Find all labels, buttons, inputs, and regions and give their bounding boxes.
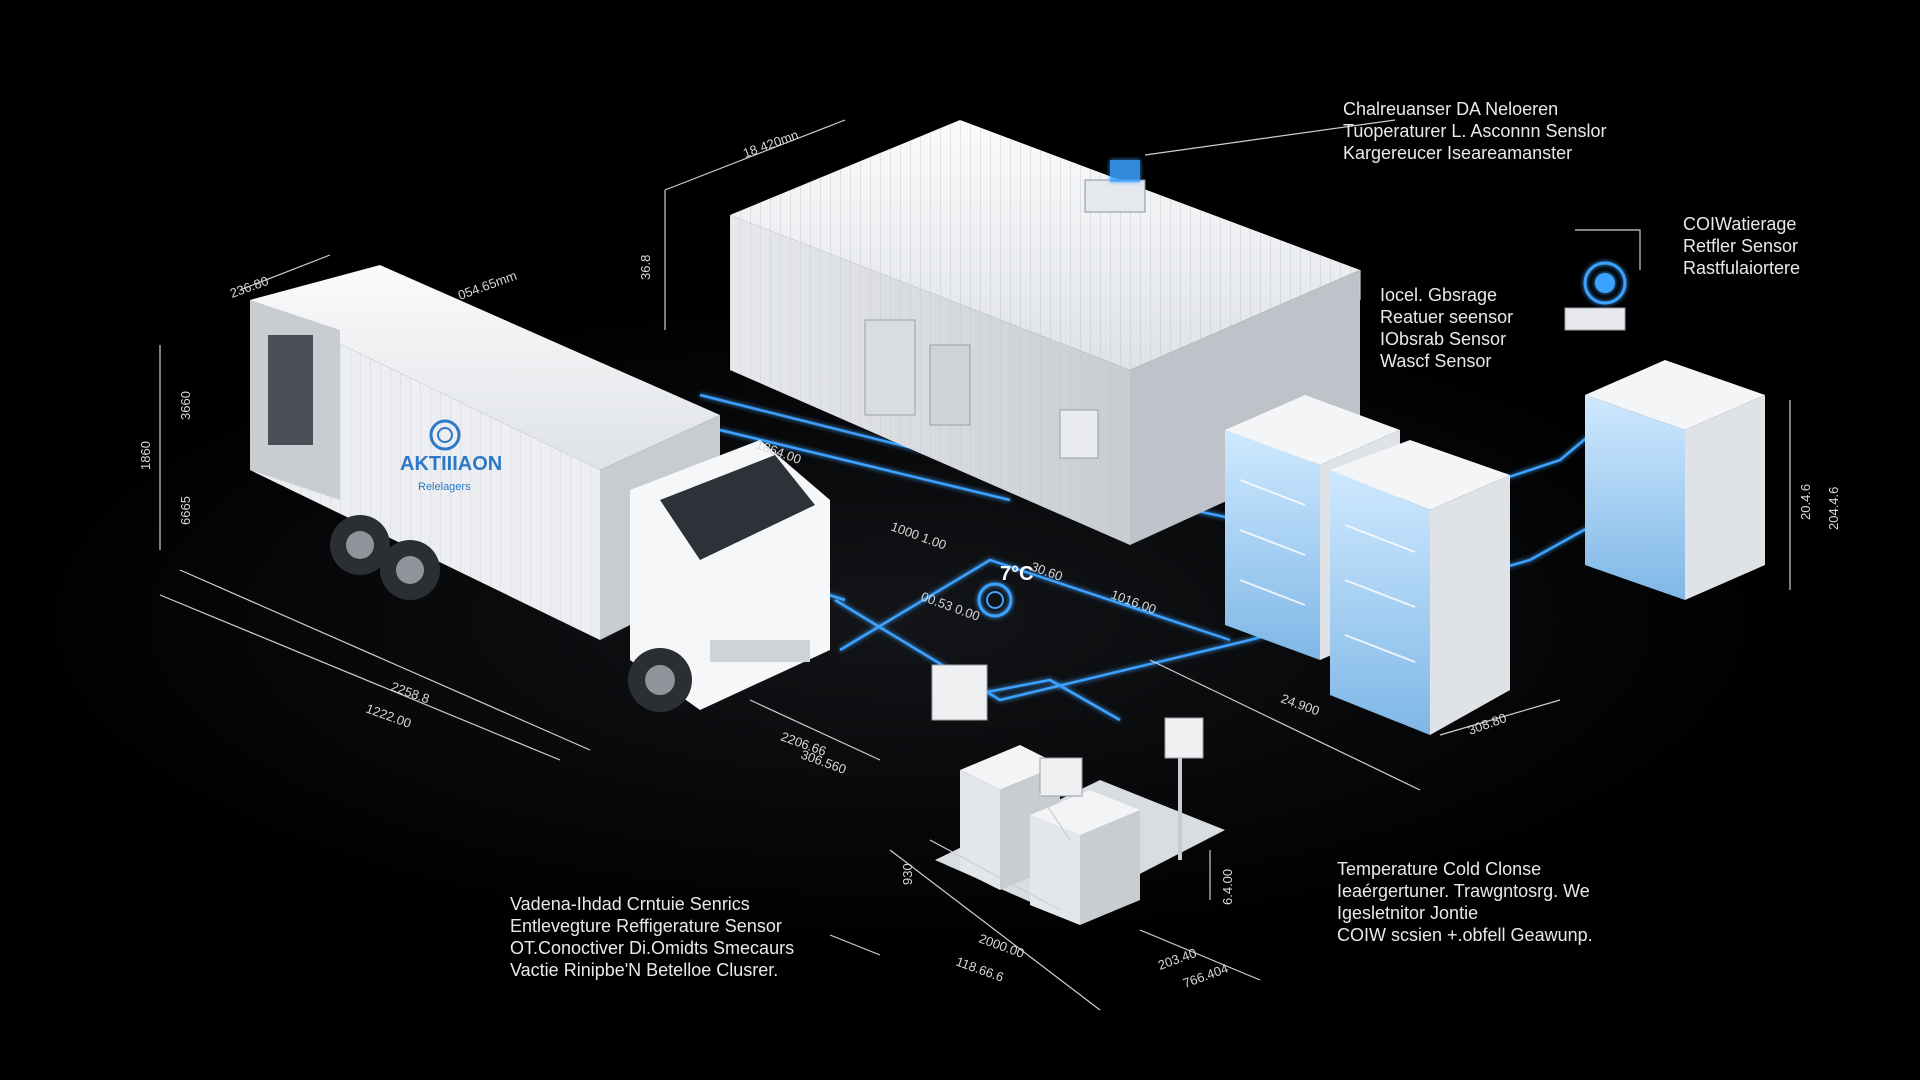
cold-storage-warehouse xyxy=(730,120,1360,545)
callout-line: COIWatierage xyxy=(1683,214,1797,234)
refrigeration-cabinets xyxy=(1225,395,1510,735)
callout-line: Reatuer seensor xyxy=(1380,307,1514,327)
callout-line: Wascf Sensor xyxy=(1380,351,1492,371)
dim-truck-height-1: 1860 xyxy=(138,441,153,470)
truck-brand: AKTIIIAON xyxy=(400,453,502,475)
callout-line: Tuoperaturer L. Asconnn Senslor xyxy=(1343,121,1607,141)
callout-line: Vactie Rinipbe'N Betelloe Clusrer. xyxy=(510,960,779,980)
callout-warehouse-right: Iocel. Gbsrage Reatuer seensor IObsrab S… xyxy=(1380,284,1513,372)
callout-line: Vadena-Ihdad Crntuie Senrics xyxy=(510,894,750,914)
callout-line: Temperature Cold Clonse xyxy=(1337,859,1542,879)
dim-unit-side: 6.4.00 xyxy=(1220,869,1235,905)
callout-bottom-left: Vadena-Ihdad Crntuie Senrics Entlevegtur… xyxy=(510,893,794,981)
callout-line: COIW scsien +.obfell Geawunp. xyxy=(1337,925,1593,945)
callout-line: Retfler Sensor xyxy=(1683,236,1799,256)
callout-line: Igesletnitor Jontie xyxy=(1337,903,1479,923)
dim-unit-h: 930 xyxy=(900,863,915,885)
dimension-lines xyxy=(159,119,1791,1011)
dim-right-h2: 204.4.6 xyxy=(1826,487,1841,530)
dim-warehouse-side: 36.8 xyxy=(638,255,653,280)
dim-truck-height-3: 6665 xyxy=(178,496,193,525)
callout-line: Ieaérgertuner. Trawgntosrg. We xyxy=(1337,881,1590,901)
refrigerated-truck: AKTIIIAON Relelagers xyxy=(250,265,830,712)
sensor-temperature: 7°C xyxy=(1000,563,1034,585)
callout-line: Iocel. Gbsrage xyxy=(1380,285,1498,305)
flow-line-2 xyxy=(719,428,1011,502)
wireless-sensor-icon xyxy=(1583,261,1627,305)
dim-truck-height-2: 3660 xyxy=(178,391,193,420)
callout-line: Kargereucer Iseareamanster xyxy=(1343,143,1573,163)
callout-line: Entlevegture Reffigerature Sensor xyxy=(510,916,782,936)
wifi-signal-icon xyxy=(977,582,1013,618)
far-right-cabinet xyxy=(1564,261,1765,600)
truck-logo-icon xyxy=(429,419,461,451)
flow-line-4 xyxy=(839,558,1231,652)
dim-right-h1: 20.4.6 xyxy=(1798,484,1813,520)
truck-brand-sub: Relelagers xyxy=(418,481,471,493)
callout-bottom-right: Temperature Cold Clonse Ieaérgertuner. T… xyxy=(1337,858,1593,946)
callout-top-right: Chalreuanser DA Neloeren Tuoperaturer L.… xyxy=(1343,98,1607,164)
central-sensor: 7°C xyxy=(977,563,1034,618)
callout-line: IObsrab Sensor xyxy=(1380,329,1507,349)
callout-line: OT.Conoctiver Di.Omidts Smecaurs xyxy=(510,938,795,958)
callout-line: Rastfulaiortere xyxy=(1683,258,1801,278)
callout-line: Chalreuanser DA Neloeren xyxy=(1343,99,1559,119)
callout-far-right: COIWatierage Retfler Sensor Rastfulaiort… xyxy=(1683,213,1800,279)
